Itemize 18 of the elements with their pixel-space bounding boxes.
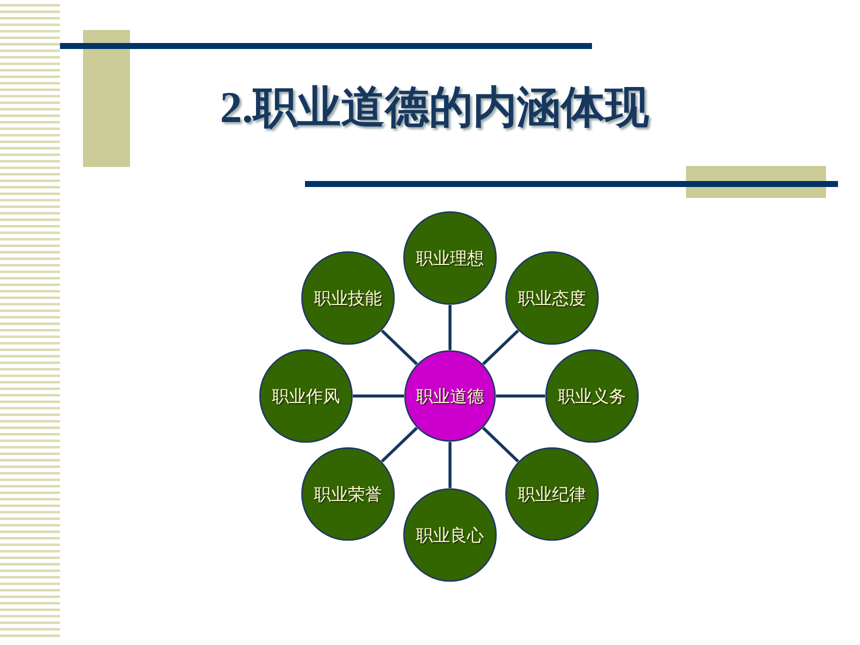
connector-line [380,426,418,463]
node-label: 职业态度 [518,288,586,310]
connector-line [482,329,520,366]
node-label: 职业义务 [558,386,626,408]
node-label: 职业荣誉 [314,484,382,506]
connector-line [496,394,545,398]
connector-line [353,394,404,398]
connector-line [482,426,520,463]
connector-line [448,442,452,488]
connector-line [380,329,418,366]
node-label: 职业良心 [416,524,484,546]
node-label: 职业理想 [416,248,484,270]
connector-line [448,305,452,350]
node-label: 职业纪律 [518,484,586,506]
title: 2.职业道德的内涵体现 [220,82,649,134]
node-label: 职业技能 [314,288,382,310]
node-label: 职业道德 [416,386,484,408]
node-label: 职业作风 [272,386,340,408]
